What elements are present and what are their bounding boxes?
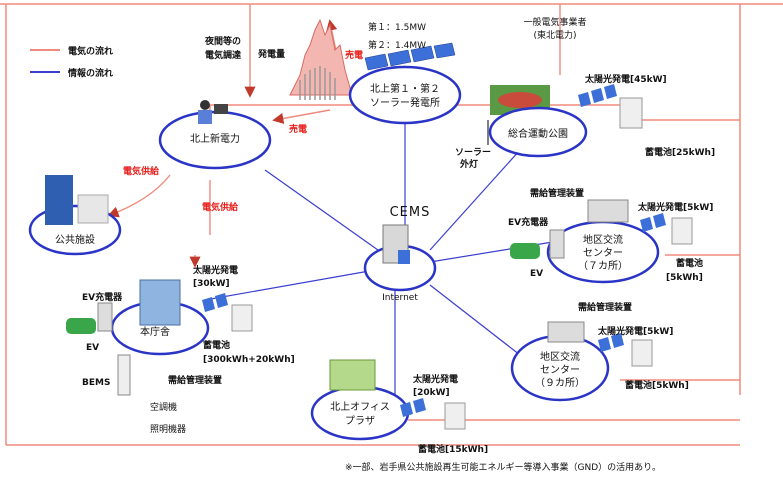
power-arrow-public: [107, 174, 171, 218]
office-plaza-solar-line2: [20kW]: [413, 388, 450, 398]
community7-ev-label: EV: [530, 269, 543, 279]
solar-cap1: 第１：1.5MW: [368, 21, 426, 33]
generation-bars: [299, 66, 336, 100]
sports-solar-label: 太陽光発電[45kW]: [584, 73, 667, 85]
aircon-label: 空調機: [150, 401, 177, 413]
office-plaza-solar-panels: [400, 398, 426, 417]
info-line-cityhall: [204, 269, 376, 301]
community7-solar-panels: [640, 213, 666, 232]
city-hall-solar-line2: [30kW]: [193, 279, 230, 289]
sale-label-1: 売電: [345, 49, 363, 61]
bems-label: BEMS: [82, 378, 110, 388]
cems-label: CEMS: [390, 205, 431, 220]
info-line-community9: [429, 284, 521, 356]
office-plaza-battery-label: 蓄電池[15kWh]: [418, 443, 488, 455]
sports-dsm-label: 需給管理装置: [530, 187, 584, 199]
city-hall-ev-label: EV: [86, 343, 99, 353]
sports-park-name: 総合運動公園: [508, 127, 568, 140]
community7-charger-icon: [549, 229, 565, 259]
community9-battery-label: 蓄電池[5kWh]: [625, 379, 689, 391]
community9-line2: センター: [540, 364, 580, 376]
city-hall-dsm-label: 需給管理装置: [168, 374, 222, 386]
supply-label-1: 電気供給: [123, 165, 160, 177]
solar-plant-node: [348, 65, 462, 125]
community9-solar-label: 太陽光発電[5kW]: [597, 325, 673, 337]
community7-ev-charger-label: EV充電器: [508, 216, 549, 228]
office-plaza-line2: プラザ: [345, 415, 375, 427]
night-label: 夜間等の: [204, 35, 241, 47]
community7-battery-icon: [671, 217, 693, 245]
info-line-community7: [429, 239, 566, 263]
solar-plant-line1: 北上第１・第２: [370, 82, 440, 95]
internet-label: Internet: [382, 293, 418, 303]
sale-arrow: [272, 109, 331, 125]
community9-solar-panels: [598, 333, 624, 352]
community7-building-icon: [587, 199, 629, 223]
solar-plant-panels: [364, 42, 456, 71]
generation-chart: [289, 18, 353, 100]
office-plaza-battery-icon: [444, 402, 466, 430]
city-hall-ev-charger-label: EV充電器: [82, 291, 123, 303]
sports-park-node: [488, 106, 588, 158]
community9-building-icon: [547, 321, 585, 343]
city-hall-solar-panels: [202, 293, 228, 312]
utility-line2: (東北電力): [533, 29, 576, 41]
office-plaza-solar-line1: 太陽光発電: [412, 373, 458, 385]
public-facility-name: 公共施設: [55, 233, 95, 246]
community7-line3: （７カ所）: [578, 260, 628, 272]
city-hall-battery-line1: 蓄電池: [203, 339, 230, 351]
sports-battery-icon: [619, 97, 643, 129]
sale-label-2: 売電: [289, 123, 307, 135]
community9-line3: （９カ所）: [535, 377, 585, 389]
info-line-kitakami: [264, 169, 386, 256]
office-plaza-node: [310, 385, 410, 441]
community7-line1: 地区交流: [583, 233, 623, 246]
community7-line2: センター: [583, 247, 623, 259]
city-hall-building-icon: [139, 279, 181, 326]
legend-information-label: 情報の流れ: [67, 67, 113, 79]
solar-plant-line2: ソーラー発電所: [370, 96, 440, 109]
city-hall-battery-icon: [231, 304, 253, 332]
server-icon: [382, 224, 410, 264]
lighting-label: 照明機器: [150, 423, 186, 435]
community7-dsm-label: 需給管理装置: [578, 301, 632, 313]
bems-icon: [117, 354, 131, 396]
city-hall-charger-icon: [97, 302, 113, 332]
public-building-icon: [45, 175, 109, 225]
community7-battery-line1: 蓄電池: [676, 257, 703, 269]
info-line-sports: [429, 149, 521, 251]
info-lines: [204, 120, 566, 400]
city-hall-solar-line1: 太陽光発電: [192, 264, 238, 276]
office-plaza-building-icon: [329, 359, 376, 391]
community7-ev-icon: [510, 243, 540, 259]
supply-label-2: 電気供給: [202, 201, 239, 213]
solar-cap2: 第２：1.4MW: [368, 39, 426, 51]
city-hall-battery-line2: [300kWh+20kWh]: [203, 355, 295, 365]
sports-solar-panels: [578, 84, 617, 107]
solar-light-line1: ソーラー: [455, 147, 491, 158]
operator-icon: [198, 100, 228, 124]
office-plaza-line1: 北上オフィス: [330, 401, 390, 413]
community7-solar-label: 太陽光発電[5kW]: [637, 201, 713, 213]
solar-light-line2: 外灯: [459, 158, 478, 170]
kitakami-power-name: 北上新電力: [190, 132, 240, 145]
community9-line1: 地区交流: [540, 350, 580, 363]
utility-line1: 一般電気事業者: [523, 16, 586, 28]
city-hall-ev-icon: [66, 318, 96, 334]
sports-battery-label: 蓄電池[25kWh]: [645, 146, 715, 158]
legend-electricity-label: 電気の流れ: [68, 45, 113, 57]
city-hall-name: 本庁舎: [140, 325, 170, 338]
footnote: ※一部、岩手県公共施設再生可能エネルギー等導入事業（GND）の活用あり。: [345, 461, 661, 473]
generation-label: 発電量: [257, 48, 285, 60]
community9-battery-icon: [631, 339, 653, 367]
community7-battery-line2: [5kWh]: [666, 273, 703, 283]
procurement-label: 電気調達: [205, 49, 241, 61]
